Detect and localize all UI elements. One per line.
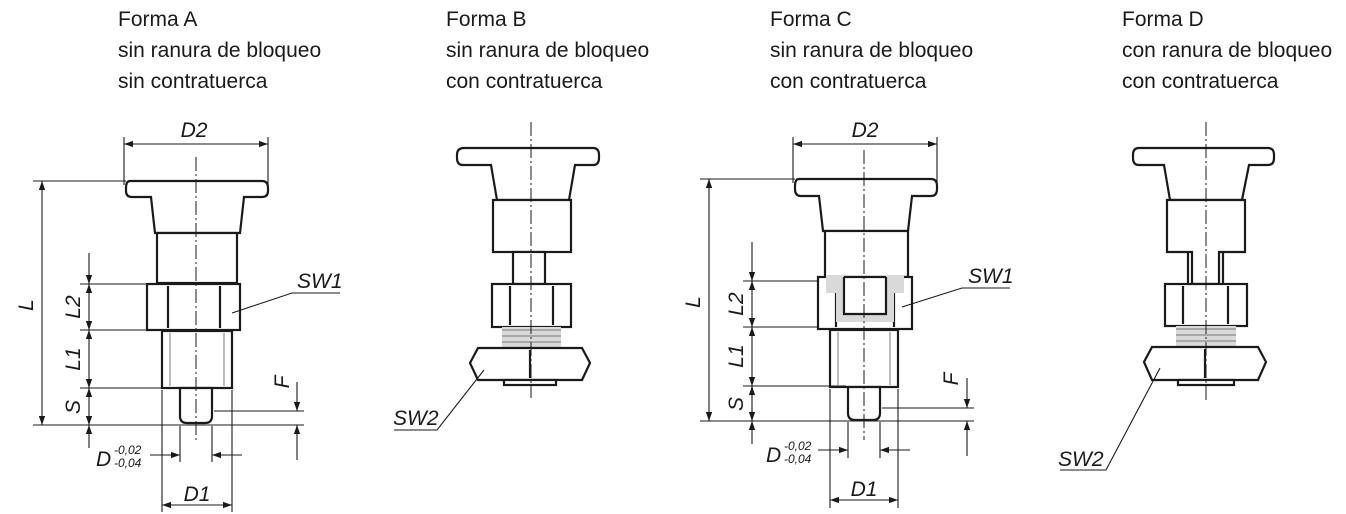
tolerance-lower: -0,04 xyxy=(114,456,142,470)
tolerance-upper: -0,02 xyxy=(784,439,812,453)
dim-label-d: D xyxy=(766,444,781,467)
caption-locknut: con contratuerca xyxy=(446,70,603,93)
dimensions-forma-b: SW2 xyxy=(393,369,485,431)
caption-forma-c: Forma C sin ranura de bloqueo con contra… xyxy=(770,4,973,97)
collar xyxy=(155,231,239,285)
knob xyxy=(455,146,601,202)
dim-label-sw2: SW2 xyxy=(393,407,439,430)
dim-label-sw1: SW1 xyxy=(968,265,1014,288)
plunger-forma-c xyxy=(793,150,939,440)
collar xyxy=(491,198,573,254)
thread-end xyxy=(502,378,558,387)
plunger-forma-a xyxy=(124,157,270,440)
caption-forma-d: Forma D con ranura de bloqueo con contra… xyxy=(1122,4,1332,97)
dim-label-l1: L1 xyxy=(725,344,748,367)
caption-groove: sin ranura de bloqueo xyxy=(770,39,974,62)
hex-body xyxy=(145,282,242,332)
caption-groove: sin ranura de bloqueo xyxy=(446,39,650,62)
plunger-forma-b xyxy=(455,122,601,398)
caption-title: Forma B xyxy=(446,8,527,31)
dim-label-d1: D1 xyxy=(184,483,211,506)
dim-label-sw1: SW1 xyxy=(297,270,343,293)
dimensions-forma-c: D2 L L2 L1 S F D -0,02 -0,04 D1 xyxy=(682,119,1014,508)
plunger-forma-d xyxy=(1131,122,1276,400)
tolerance-lower: -0,04 xyxy=(784,452,812,466)
dimensions-forma-a: D2 L L2 L1 S F D -0,02 -0,04 D1 xyxy=(15,119,343,512)
dim-label-l1: L1 xyxy=(62,347,85,370)
dim-label-l: L xyxy=(15,299,38,311)
caption-locknut: con contratuerca xyxy=(770,70,927,93)
caption-locknut: con contratuerca xyxy=(1122,70,1279,93)
dim-label-sw2: SW2 xyxy=(1058,448,1104,471)
dim-label-d2: D2 xyxy=(181,119,208,142)
dim-label-l: L xyxy=(682,296,705,308)
dim-label-s: S xyxy=(725,397,748,411)
collar xyxy=(823,229,910,279)
dim-label-f: F xyxy=(940,371,963,385)
caption-locknut: sin contratuerca xyxy=(118,70,268,93)
groove-section xyxy=(826,275,904,322)
dim-label-d1: D1 xyxy=(851,478,878,501)
threaded-body xyxy=(160,329,234,390)
dim-label-d2: D2 xyxy=(852,119,879,142)
dim-label-s: S xyxy=(62,400,85,414)
knob xyxy=(124,179,270,235)
dim-label-d: D xyxy=(96,448,111,471)
knob xyxy=(793,177,939,233)
caption-title: Forma C xyxy=(770,8,852,31)
caption-groove: con ranura de bloqueo xyxy=(1122,39,1333,62)
thread-section xyxy=(1176,326,1236,347)
dim-label-f: F xyxy=(271,374,294,388)
dimensions-forma-d: SW2 xyxy=(1058,367,1161,471)
caption-title: Forma A xyxy=(118,8,198,31)
caption-title: Forma D xyxy=(1122,8,1204,31)
dim-label-l2: L2 xyxy=(62,295,85,319)
tolerance-upper: -0,02 xyxy=(114,443,142,457)
caption-groove: sin ranura de bloqueo xyxy=(118,39,322,62)
caption-forma-b: Forma B sin ranura de bloqueo con contra… xyxy=(446,4,649,97)
caption-forma-a: Forma A sin ranura de bloqueo sin contra… xyxy=(118,4,321,97)
neck xyxy=(511,250,547,286)
dim-label-l2: L2 xyxy=(725,292,748,316)
knob xyxy=(1131,146,1276,202)
